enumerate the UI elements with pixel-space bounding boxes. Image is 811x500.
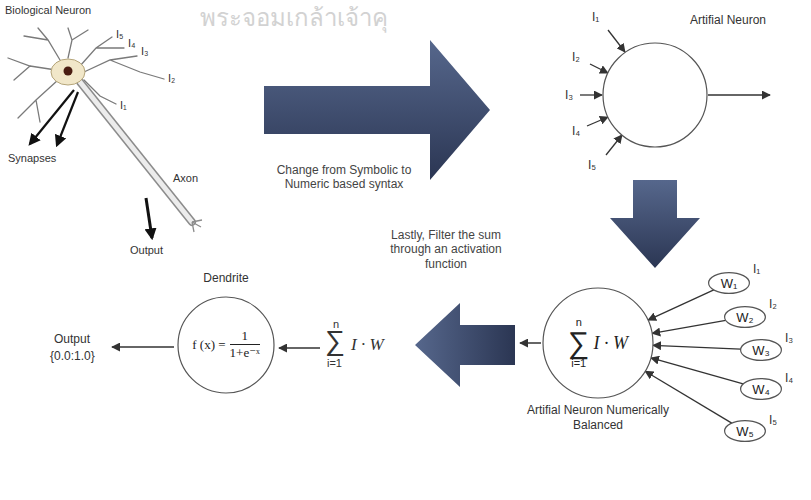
sum-arrow [520, 342, 541, 344]
output-label: {0.0:1.0} [50, 349, 95, 363]
figure-title: Biological Neuron [5, 4, 91, 17]
input-label: I₄ [128, 37, 136, 50]
weight-oval-shape [741, 379, 782, 400]
part-label: Output [130, 244, 163, 257]
neuron-circle-shape [603, 43, 707, 147]
output-arrow [146, 198, 152, 238]
weight-arrow [652, 320, 726, 333]
oval-text: W₃ [740, 339, 782, 361]
input-label: I₅ [588, 158, 596, 172]
synapse-arrow [57, 92, 78, 145]
block-arrow [610, 180, 700, 268]
input-label: I₁ [753, 262, 760, 276]
activation-circle-outline [170, 268, 282, 396]
weight-arrow [651, 358, 743, 384]
formula: f (x) = 11+e⁻ˣ [178, 297, 274, 393]
node-caption: Artifial Neuron Numerically Balanced [523, 403, 673, 433]
weight-oval: W₁ [708, 272, 750, 294]
formula: n∑i=1I · W [543, 288, 653, 398]
formula-limit: i=1 [571, 358, 586, 369]
node-heading: Dendrite [203, 271, 248, 285]
cell-nucleus [64, 67, 73, 76]
axon [80, 82, 192, 222]
neuron-circle: Artifial Neuron [600, 8, 780, 158]
input-label: I₄ [785, 371, 793, 385]
output-arrow [708, 94, 770, 96]
formula-limit: n [576, 317, 582, 328]
axon-terminals [192, 220, 202, 232]
weight-label: W₂ [736, 310, 753, 325]
weight-oval: W₂ [724, 306, 766, 328]
sum-circle-shape [543, 288, 653, 398]
neuron-circle-outline [600, 8, 780, 158]
input-label: I₃ [785, 331, 793, 345]
activation-circle-shape [178, 297, 274, 393]
weight-oval: W₄ [740, 378, 782, 400]
activation-circle: Dendrite f (x) = 11+e⁻ˣ [170, 268, 282, 396]
sum-circle: n∑i=1I · WArtifial Neuron Numerically Ba… [523, 286, 673, 446]
weight-arrow [648, 290, 714, 320]
input-label: I₂ [168, 72, 175, 85]
neuron-dendrites [8, 28, 164, 122]
node-heading: Artifial Neuron [690, 13, 766, 27]
watermark: พระจอมเกล้าเจ้าคุ [200, 4, 388, 33]
axon-outline [80, 82, 192, 222]
node-heading: Artifial Neuron [690, 10, 766, 28]
arrow-caption: Change from Symbolic to Numeric based sy… [256, 163, 432, 192]
weight-oval-shape [709, 273, 750, 294]
input-label: I₄ [572, 124, 580, 138]
formula-sigma: ∑ [325, 327, 345, 355]
output-label: Output [54, 332, 90, 346]
formula-limit: i=1 [327, 357, 342, 370]
input-label: I₁ [592, 10, 599, 24]
node-caption: Artifial Neuron Numerically Balanced [523, 403, 673, 433]
formula-arrow [279, 347, 320, 349]
weight-oval-shape [725, 421, 766, 442]
input-label: I₅ [769, 413, 777, 427]
fraction: 11+e⁻ˣ [230, 329, 260, 361]
oval-text: W₂ [724, 306, 766, 328]
arrow-caption: Lastly, Filter the sum through an activa… [370, 228, 522, 271]
formula-text: f (x) = [192, 337, 225, 353]
input-arrow [606, 135, 622, 155]
input-label: I₂ [572, 50, 580, 64]
block-arrow [264, 40, 490, 180]
weight-oval: W₃ [740, 339, 782, 361]
part-label: Synapses [8, 152, 56, 165]
input-arrow [580, 94, 602, 95]
formula-sigma: ∑ [568, 328, 589, 358]
weight-label: W₅ [736, 424, 754, 439]
formula-term: I · W [351, 335, 384, 355]
input-label: I₂ [769, 297, 777, 311]
input-label: I₅ [116, 28, 124, 41]
formula-text: 1 [241, 329, 248, 344]
input-arrow [608, 30, 625, 52]
formula-text: 1+e⁻ˣ [230, 344, 260, 361]
weight-arrow [653, 345, 741, 349]
part-label: Axon [173, 172, 198, 185]
weight-label: W₃ [752, 343, 770, 358]
sum-limits: n∑i=1 [568, 317, 589, 369]
input-arrow [587, 117, 608, 126]
block-arrow [415, 303, 515, 387]
output-arrow [112, 346, 174, 348]
formula-term: I · W [593, 333, 628, 354]
cell-body [51, 59, 85, 85]
oval-text: W₁ [708, 272, 750, 294]
input-label: I₃ [141, 45, 149, 58]
input-label: I₁ [120, 99, 127, 112]
input-label: I₃ [565, 88, 573, 102]
weight-label: W₄ [752, 382, 770, 397]
input-arrow [590, 64, 608, 73]
node-heading: Dendrite [170, 268, 282, 286]
weight-oval: W₅ [724, 420, 766, 442]
weight-oval-shape [725, 307, 766, 328]
weight-label: W₁ [721, 276, 738, 291]
oval-text: W₄ [740, 378, 782, 400]
weight-oval-shape [741, 340, 782, 361]
oval-text: W₅ [724, 420, 766, 442]
